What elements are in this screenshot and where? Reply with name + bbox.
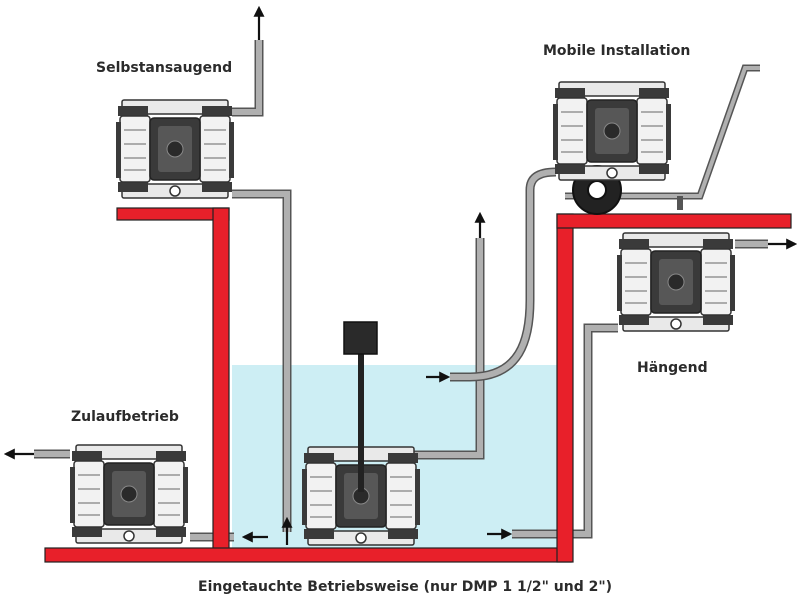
flow-arrows: [3, 5, 798, 545]
support-structure: [44, 207, 792, 563]
submerged-air-stem: [343, 321, 378, 492]
label-mobile-installation: Mobile Installation: [543, 43, 691, 59]
pipes: [34, 40, 768, 542]
pump-hanging: [616, 232, 736, 332]
label-flooded-suction: Zulaufbetrieb: [71, 409, 179, 425]
label-hanging: Hängend: [637, 360, 708, 376]
caption-submerged-operation: Eingetauchte Betriebsweise (nur DMP 1 1/…: [198, 579, 613, 595]
pump-flooded-suction: [69, 444, 189, 544]
pump-self-priming: [115, 99, 235, 199]
label-self-priming: Selbstansaugend: [96, 60, 233, 76]
pump-mobile: [552, 81, 672, 181]
